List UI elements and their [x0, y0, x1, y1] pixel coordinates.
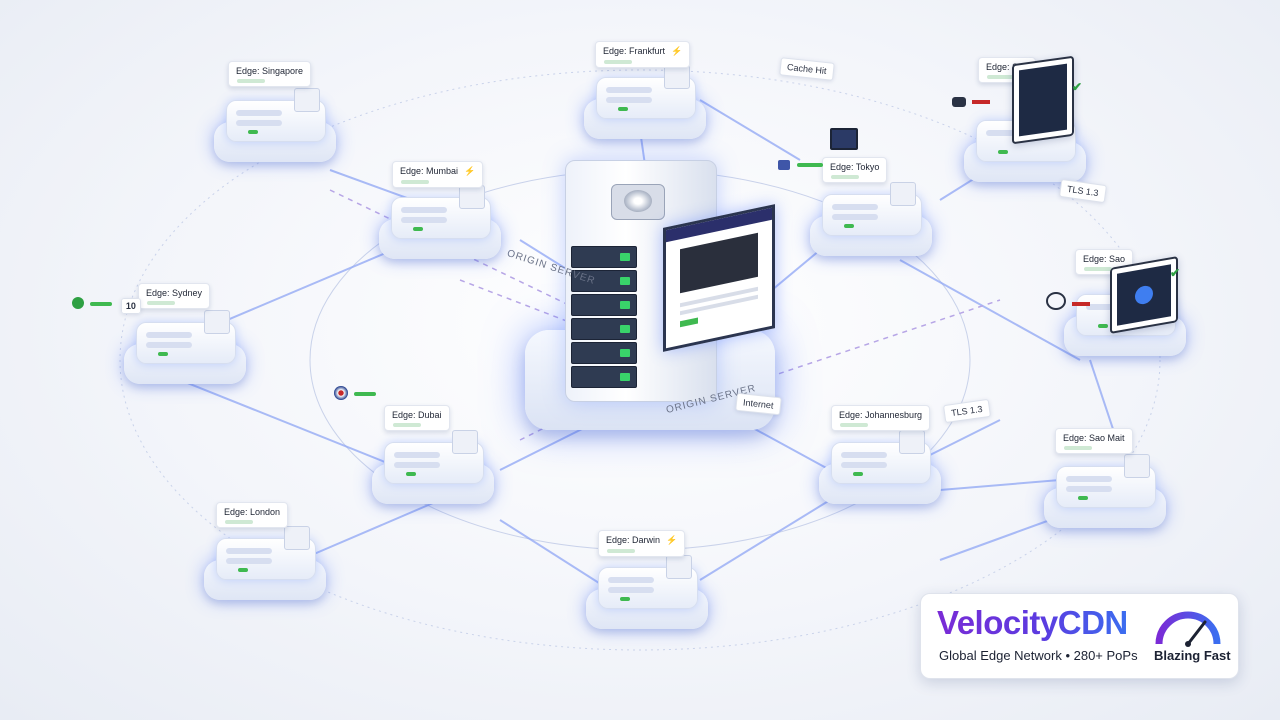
uk-flag-icon [334, 386, 348, 400]
user-client: 10 [72, 296, 141, 314]
speedometer-icon [1155, 611, 1221, 647]
edge-node-darwin[interactable] [582, 545, 712, 635]
lightning-icon: ⚡ [464, 166, 476, 176]
lightning-icon: ⚡ [671, 46, 683, 56]
edge-node-sydney[interactable] [120, 300, 250, 390]
edge-node-sao-mait[interactable] [1040, 444, 1170, 534]
edge-node-frankfurt[interactable] [580, 55, 710, 145]
edge-node-singapore[interactable] [210, 78, 340, 168]
user-icon [72, 297, 84, 309]
lightning-icon: ⚡ [666, 535, 678, 545]
brand-name: VelocityCDN [937, 604, 1128, 641]
edge-label-dubai: Edge: Dubai [384, 405, 450, 431]
edge-node-johannesburg[interactable] [815, 420, 945, 510]
edge-node-mumbai[interactable] [375, 175, 505, 265]
edge-label-sao-mait: Edge: Sao Mait [1055, 428, 1133, 454]
edge-label-mumbai: Edge: Mumbai⚡ [392, 161, 484, 188]
edge-label-singapore: Edge: Singapore [228, 61, 312, 87]
check-icon: ✔ [1072, 80, 1083, 94]
server-rack-unit [571, 366, 637, 388]
edge-label-johannesburg: Edge: Johannesburg [831, 405, 931, 431]
uk-client [334, 386, 378, 405]
video-player-client [1110, 256, 1178, 334]
edge-node-dubai[interactable] [368, 420, 498, 510]
server-rack-unit [571, 246, 637, 268]
edge-label-sydney: Edge: Sydney [138, 283, 211, 309]
edge-label-london: Edge: London [216, 502, 289, 528]
webpage-preview [663, 204, 775, 352]
headset-icon [1046, 292, 1066, 310]
brand-tagline: Blazing Fast [1154, 648, 1231, 663]
edge-node-london[interactable] [200, 516, 330, 606]
server-rack-unit [571, 318, 637, 340]
server-rack-unit [571, 270, 637, 292]
camera-client [952, 94, 991, 112]
monitor-icon [830, 128, 858, 150]
camera-icon [952, 97, 966, 107]
edge-label-frankfurt: Edge: Frankfurt⚡ [595, 41, 691, 68]
brand-card: VelocityCDN Global Edge Network • 280+ P… [920, 593, 1239, 679]
origin-server[interactable] [525, 160, 775, 440]
laptop-client [1012, 55, 1074, 145]
brand-subtitle: Global Edge Network • 280+ PoPs [939, 648, 1138, 663]
server-rack-unit [571, 294, 637, 316]
server-rack-unit [571, 342, 637, 364]
check-icon: ✔ [1170, 266, 1181, 280]
desktop-client [778, 128, 858, 175]
headset-client [1046, 292, 1091, 315]
hard-drive-icon [611, 184, 665, 220]
edge-label-darwin: Edge: Darwin⚡ [598, 530, 686, 557]
edge-node-tokyo[interactable] [806, 172, 936, 262]
edge-label-sao-2: Edge: Sao [1075, 249, 1134, 275]
edge-label-tokyo: Edge: Tokyo [822, 157, 888, 183]
